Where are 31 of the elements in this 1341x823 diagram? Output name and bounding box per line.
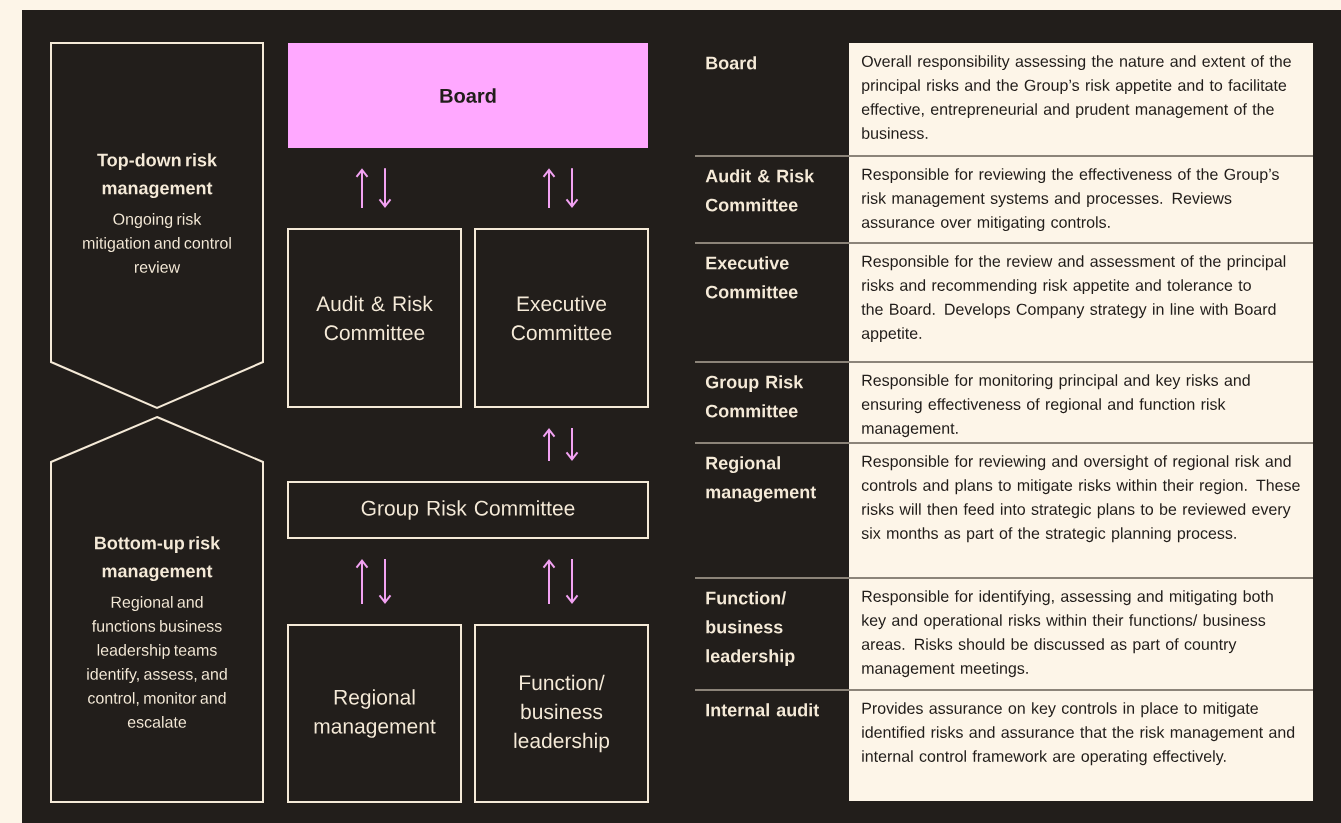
arrow xyxy=(542,559,556,605)
row-header: Board xyxy=(706,56,757,70)
table-cell: Responsible for reviewing and oversight of regional risk and controls and plans to mitigate risks within their region. These risks will then feed into strategic plans to be reviewed every six months as part of the strategic planning process. xyxy=(849,444,1313,577)
row-header: Group Risk Committee xyxy=(705,375,804,418)
committee-box: Group Risk Committee xyxy=(287,481,649,539)
arrow xyxy=(565,427,579,461)
pointed-panel: Top-down risk management Ongoing risk mitigation and control review xyxy=(50,42,264,410)
table-cell: Overall responsibility assessing the nature and extent of the principal risks and the Group’s risk appetite and to facilitate effective, entrepreneurial and prudent management of the business. xyxy=(849,43,1313,155)
arrow xyxy=(565,167,579,208)
leadership-box: Function/ business leadership xyxy=(474,624,649,803)
arrow xyxy=(378,558,392,604)
row-header: Function/ business leadership xyxy=(706,591,795,666)
arrow xyxy=(542,168,556,209)
table-cell: Responsible for identifying, assessing and mitigating both key and operational risks within their functions/ business areas. Risks should be discussed as part of country management meetings. xyxy=(849,579,1313,689)
arrow xyxy=(355,559,369,605)
arrow xyxy=(542,428,556,462)
table-cell: Provides assurance on key controls in place to mitigate identified risks and assurance that the risk management and internal control framework are operating effectively. xyxy=(849,691,1313,801)
management-box: Regional management xyxy=(287,624,462,803)
committee-box: Executive Committee xyxy=(474,228,649,408)
row-header: Regional management xyxy=(706,456,816,503)
arrow xyxy=(378,167,392,208)
board-box: Board xyxy=(288,43,648,148)
table-cell: Responsible for reviewing the effectiveness of the Group’s risk management systems and processes. Reviews assurance over mitigating controls. xyxy=(849,157,1313,242)
row-header: Audit & Risk Committee xyxy=(705,169,815,212)
row-header: Internal audit xyxy=(706,703,819,717)
table-cell: Responsible for monitoring principal and key risks and ensuring effectiveness of regional and function risk management. xyxy=(849,363,1313,442)
row-header: Executive Committee xyxy=(705,256,798,299)
committee-box: Audit & Risk Committee xyxy=(287,228,462,408)
arrow xyxy=(565,558,579,604)
arrow xyxy=(355,168,369,209)
table-cell: Responsible for the review and assessment of the principal risks and recommending risk appetite and tolerance to the Board. Develops Company strategy in line with Board appetite. xyxy=(849,244,1313,361)
